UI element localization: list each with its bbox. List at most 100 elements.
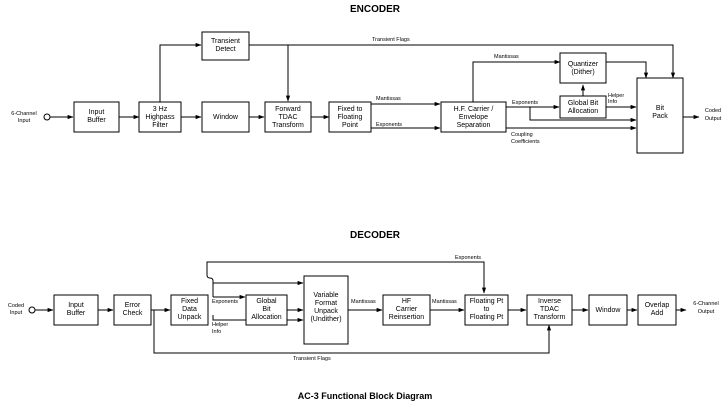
encoder-input-label-1: 6-Channel [11, 111, 36, 117]
encoder-transient-detect-label-1: Transient [211, 38, 240, 45]
decoder-hf-reinsert-label-2: Carrier [396, 306, 418, 313]
encoder-bit-alloc-label-1: Global Bit [568, 100, 598, 107]
decoder-hf-reinsert-label-1: HF [402, 298, 411, 305]
decoder-helper-info-label-2: Info [212, 329, 221, 335]
decoder-overlap-add-label-1: Overlap [645, 302, 670, 309]
encoder-fixed-to-floating-block: Fixed to Floating Point [328, 101, 372, 133]
encoder-bit-pack-label-1: Bit [656, 105, 664, 112]
encoder-quantizer-block: Quantizer (Dither) [559, 52, 607, 84]
encoder-window-label: Window [213, 114, 239, 121]
decoder-fixed-unpack-label-1: Fixed [181, 298, 198, 305]
encoder-hf-carrier-label-2: Envelope [459, 114, 488, 121]
encoder-input-label-2: Input [18, 118, 31, 124]
decoder-input-port [28, 306, 36, 314]
decoder-exponents-label: Exponents [212, 299, 238, 305]
encoder-exponents-bitalloc-label: Exponents [512, 100, 538, 106]
decoder-var-unpack-label-2: Format [315, 300, 337, 307]
encoder-hf-carrier-label-3: Separation [457, 122, 491, 129]
encoder-window-block: Window [201, 101, 250, 133]
encoder-input-buffer-block: Input Buffer [73, 101, 120, 133]
encoder-input-buffer-label-1: Input [89, 109, 105, 116]
decoder-input-buffer-label-1: Input [68, 302, 84, 309]
encoder-transient-detect-block: Transient Detect [201, 31, 250, 61]
decoder-var-unpack-label-4: (Undither) [310, 316, 341, 323]
encoder-output-label-2: Output [705, 116, 722, 122]
decoder-input-label-2: Input [10, 310, 23, 316]
decoder-mantissas-label-2: Mantissas [432, 299, 457, 305]
encoder-exponents-label: Exponents [376, 122, 402, 128]
encoder-tdac-label-3: Transform [272, 122, 304, 129]
encoder-mantissas-label: Mantissas [376, 96, 401, 102]
encoder-transient-flags-label: Transient Flags [372, 37, 410, 43]
decoder-floating-pt-block: Floating Pt to Floating Pt [464, 294, 509, 326]
decoder-input-buffer-label-2: Buffer [67, 310, 86, 317]
encoder-mantissas-quantizer-label: Mantissas [494, 54, 519, 60]
decoder-output-label-2: Output [698, 309, 715, 315]
decoder-window-block: Window [588, 294, 628, 326]
decoder-inverse-tdac-block: Inverse TDAC Transform [526, 294, 573, 326]
decoder-inverse-tdac-label-2: TDAC [540, 306, 559, 313]
encoder-tdac-label-1: Forward [275, 106, 301, 113]
decoder-hf-reinsert-label-3: Reinsertion [389, 314, 425, 321]
decoder-float-label-3: Floating Pt [470, 314, 504, 321]
decoder-var-unpack-label-1: Variable [313, 292, 338, 299]
decoder-fixed-unpack-label-3: Unpack [178, 314, 202, 321]
decoder-fixed-unpack-label-2: Data [182, 306, 197, 313]
encoder-transient-detect-label-2: Detect [215, 46, 235, 53]
encoder-output-label-1: Coded [705, 108, 721, 114]
decoder-float-label-1: Floating Pt [470, 298, 504, 305]
decoder-hf-carrier-reinsertion-block: HF Carrier Reinsertion [382, 294, 431, 326]
encoder-quantizer-label-1: Quantizer [568, 61, 599, 68]
diagram-caption: AC-3 Functional Block Diagram [298, 391, 433, 401]
decoder-float-label-2: to [484, 306, 490, 313]
decoder-var-unpack-label-3: Unpack [314, 308, 338, 315]
decoder-bit-alloc-label-3: Allocation [251, 314, 281, 321]
decoder-title: DECODER [350, 230, 401, 241]
decoder-connections [35, 261, 687, 354]
decoder-variable-format-unpack-block: Variable Format Unpack (Undither) [303, 275, 349, 345]
encoder-input-buffer-label-2: Buffer [87, 117, 106, 124]
encoder-highpass-filter-block: 3 Hz Highpass Filter [138, 101, 182, 133]
decoder-error-check-label-2: Check [123, 310, 143, 317]
decoder-transient-flags-label: Transient Flags [293, 356, 331, 362]
encoder-tdac-label-2: TDAC [278, 114, 297, 121]
encoder-title: ENCODER [350, 4, 401, 15]
decoder-window-label: Window [596, 307, 622, 314]
decoder-mantissas-label-1: Mantissas [351, 299, 376, 305]
decoder-fixed-data-unpack-block: Fixed Data Unpack [170, 294, 209, 326]
encoder-hf-carrier-block: H.F. Carrier / Envelope Separation [440, 101, 507, 133]
encoder-fixed-float-label-3: Point [342, 122, 358, 129]
decoder-helper-info-label-1: Helper [212, 322, 228, 328]
encoder-signal-labels: 6-Channel Input Coded Output Transient F… [11, 37, 721, 145]
encoder-highpass-label-3: Filter [152, 122, 168, 129]
decoder-global-bit-allocation-block: Global Bit Allocation [245, 294, 288, 326]
encoder-highpass-label-2: Highpass [145, 114, 175, 121]
encoder-fixed-float-label-2: Floating [338, 114, 363, 121]
decoder-overlap-add-label-2: Add [651, 310, 664, 317]
decoder-inverse-tdac-label-3: Transform [534, 314, 566, 321]
decoder-signal-labels: Coded Input 6-Channel Output Exponents E… [8, 255, 719, 362]
decoder-blocks: Input Buffer Error Check Fixed Data Unpa… [53, 275, 677, 345]
decoder-error-check-label-1: Error [125, 302, 141, 309]
decoder-input-label-1: Coded [8, 303, 24, 309]
encoder-global-bit-allocation-block: Global Bit Allocation [559, 95, 607, 119]
decoder-inverse-tdac-label-1: Inverse [538, 298, 561, 305]
encoder-coupling-label-2: Coefficients [511, 139, 540, 145]
encoder-highpass-label-1: 3 Hz [153, 106, 168, 113]
decoder-output-label-1: 6-Channel [693, 301, 718, 307]
encoder-quantizer-label-2: (Dither) [571, 69, 594, 76]
decoder-overlap-add-block: Overlap Add [637, 294, 677, 326]
encoder-forward-tdac-block: Forward TDAC Transform [264, 101, 312, 133]
decoder-bit-alloc-label-2: Bit [262, 306, 270, 313]
decoder-bit-alloc-label-1: Global [256, 298, 277, 305]
encoder-coupling-label-1: Coupling [511, 132, 533, 138]
encoder-input-port [43, 113, 51, 121]
encoder-bit-pack-block: Bit Pack [636, 77, 684, 154]
encoder-fixed-float-label-1: Fixed to [338, 106, 363, 113]
decoder-error-check-block: Error Check [113, 294, 152, 326]
encoder-helper-info-label-1: Helper [608, 93, 624, 99]
encoder-connections [50, 42, 700, 131]
encoder-bit-alloc-label-2: Allocation [568, 108, 598, 115]
encoder-helper-info-label-2: Info [608, 99, 617, 105]
